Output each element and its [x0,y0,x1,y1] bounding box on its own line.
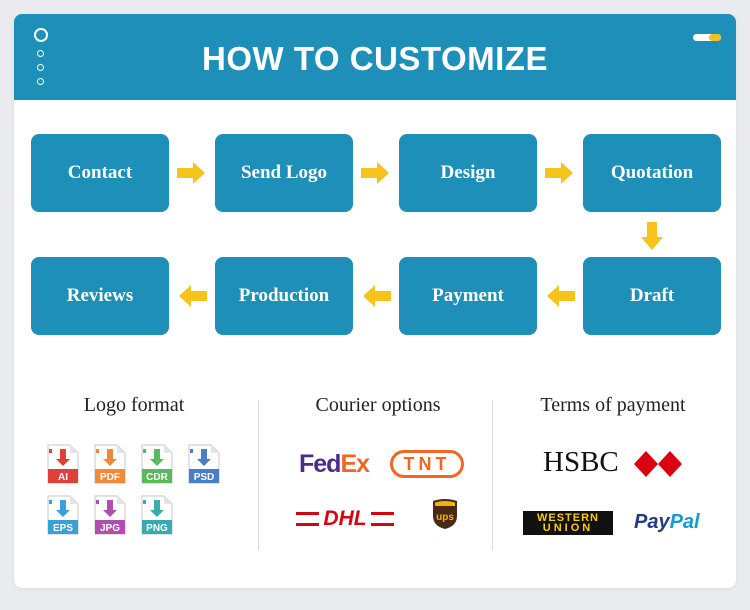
file-ext-label: JPG [100,523,120,534]
arrow-right-icon [545,162,573,184]
file-eps-icon: EPS [47,495,79,535]
customize-card: HOW TO CUSTOMIZE Contact Send Logo Desig… [14,14,736,588]
arrow-left-icon [179,285,207,307]
ups-logo-text: ups [436,512,454,523]
file-ext-label: AI [58,472,68,483]
file-ext-label: PNG [146,523,168,534]
arrow-right-icon [177,162,205,184]
header-banner: HOW TO CUSTOMIZE [14,14,736,100]
tnt-logo: TNT [390,450,464,478]
file-jpg-icon: JPG [94,495,126,535]
file-ai-icon: AI [47,444,79,484]
step-send-logo: Send Logo [215,134,353,212]
arrow-down-icon [641,222,663,250]
file-cdr-icon: CDR [141,444,173,484]
divider [492,400,493,550]
step-payment: Payment [399,257,537,335]
file-ext-label: CDR [146,472,168,483]
step-quotation: Quotation [583,134,721,212]
hsbc-logo: HSBC [543,446,619,478]
file-ext-label: EPS [53,523,73,534]
page-title: HOW TO CUSTOMIZE [202,40,548,77]
decorative-pill-icon [693,34,721,41]
payment-terms-title: Terms of payment [540,394,686,416]
arrow-left-icon [547,285,575,307]
step-production: Production [215,257,353,335]
step-draft: Draft [583,257,721,335]
file-png-icon: PNG [141,495,173,535]
hsbc-hexagon-icon [634,451,682,477]
western-union-logo: WESTERN UNION [523,511,613,535]
file-pdf-icon: PDF [94,444,126,484]
paypal-logo: PayPal [634,511,700,533]
file-psd-icon: PSD [188,444,220,484]
step-reviews: Reviews [31,257,169,335]
step-design: Design [399,134,537,212]
fedex-logo: FedEx [299,450,370,478]
step-contact: Contact [31,134,169,212]
ups-shield-icon: ups [433,499,457,529]
arrow-right-icon [361,162,389,184]
file-ext-label: PSD [194,472,215,483]
arrow-left-icon [363,285,391,307]
logo-format-title: Logo format [83,394,185,416]
file-ext-label: PDF [100,472,120,483]
courier-options-title: Courier options [315,394,441,416]
dhl-logo: DHL [296,507,394,530]
divider [258,400,259,550]
